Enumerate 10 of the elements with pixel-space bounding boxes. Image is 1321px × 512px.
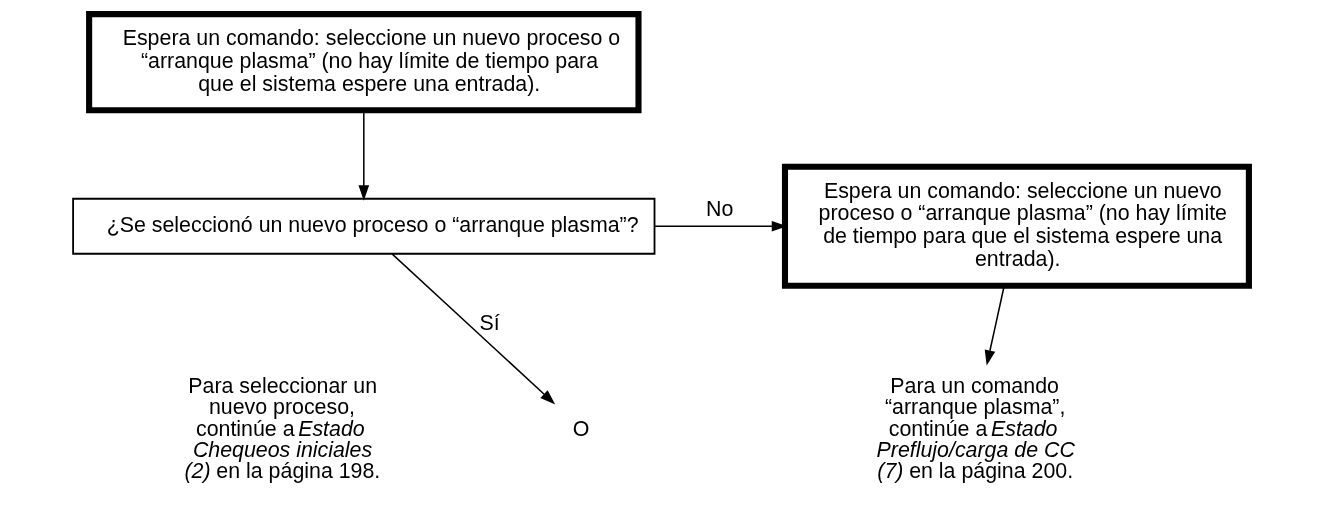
node-box: Espera un comando: seleccione un nuevo proceso o “arranque plasma” (no hay límite de tiempo para que el sistema espere una entrada). bbox=[85, 11, 642, 114]
node-text: Para seleccionar un nuevo proceso, continúe a Estado Chequeos iniciales (2) en la página 198. bbox=[184, 373, 380, 484]
node-box: Espera un comando: seleccione un nuevo proceso o “arranque plasma” (no hay límite de tiempo para que el sistema espere una entrada). bbox=[781, 163, 1252, 289]
edge-label: No bbox=[705, 196, 733, 221]
node-box: ¿Se seleccionó un nuevo proceso o “arranque plasma”? bbox=[71, 197, 655, 255]
edge-label: Sí bbox=[479, 311, 500, 336]
node-text: Para un comando “arranque plasma”, continúe a Estado Preflujo/carga de CC (7) en la página 200. bbox=[876, 373, 1075, 484]
arrow bbox=[984, 285, 1005, 366]
node-text: O bbox=[572, 417, 589, 442]
arrow bbox=[391, 253, 555, 405]
